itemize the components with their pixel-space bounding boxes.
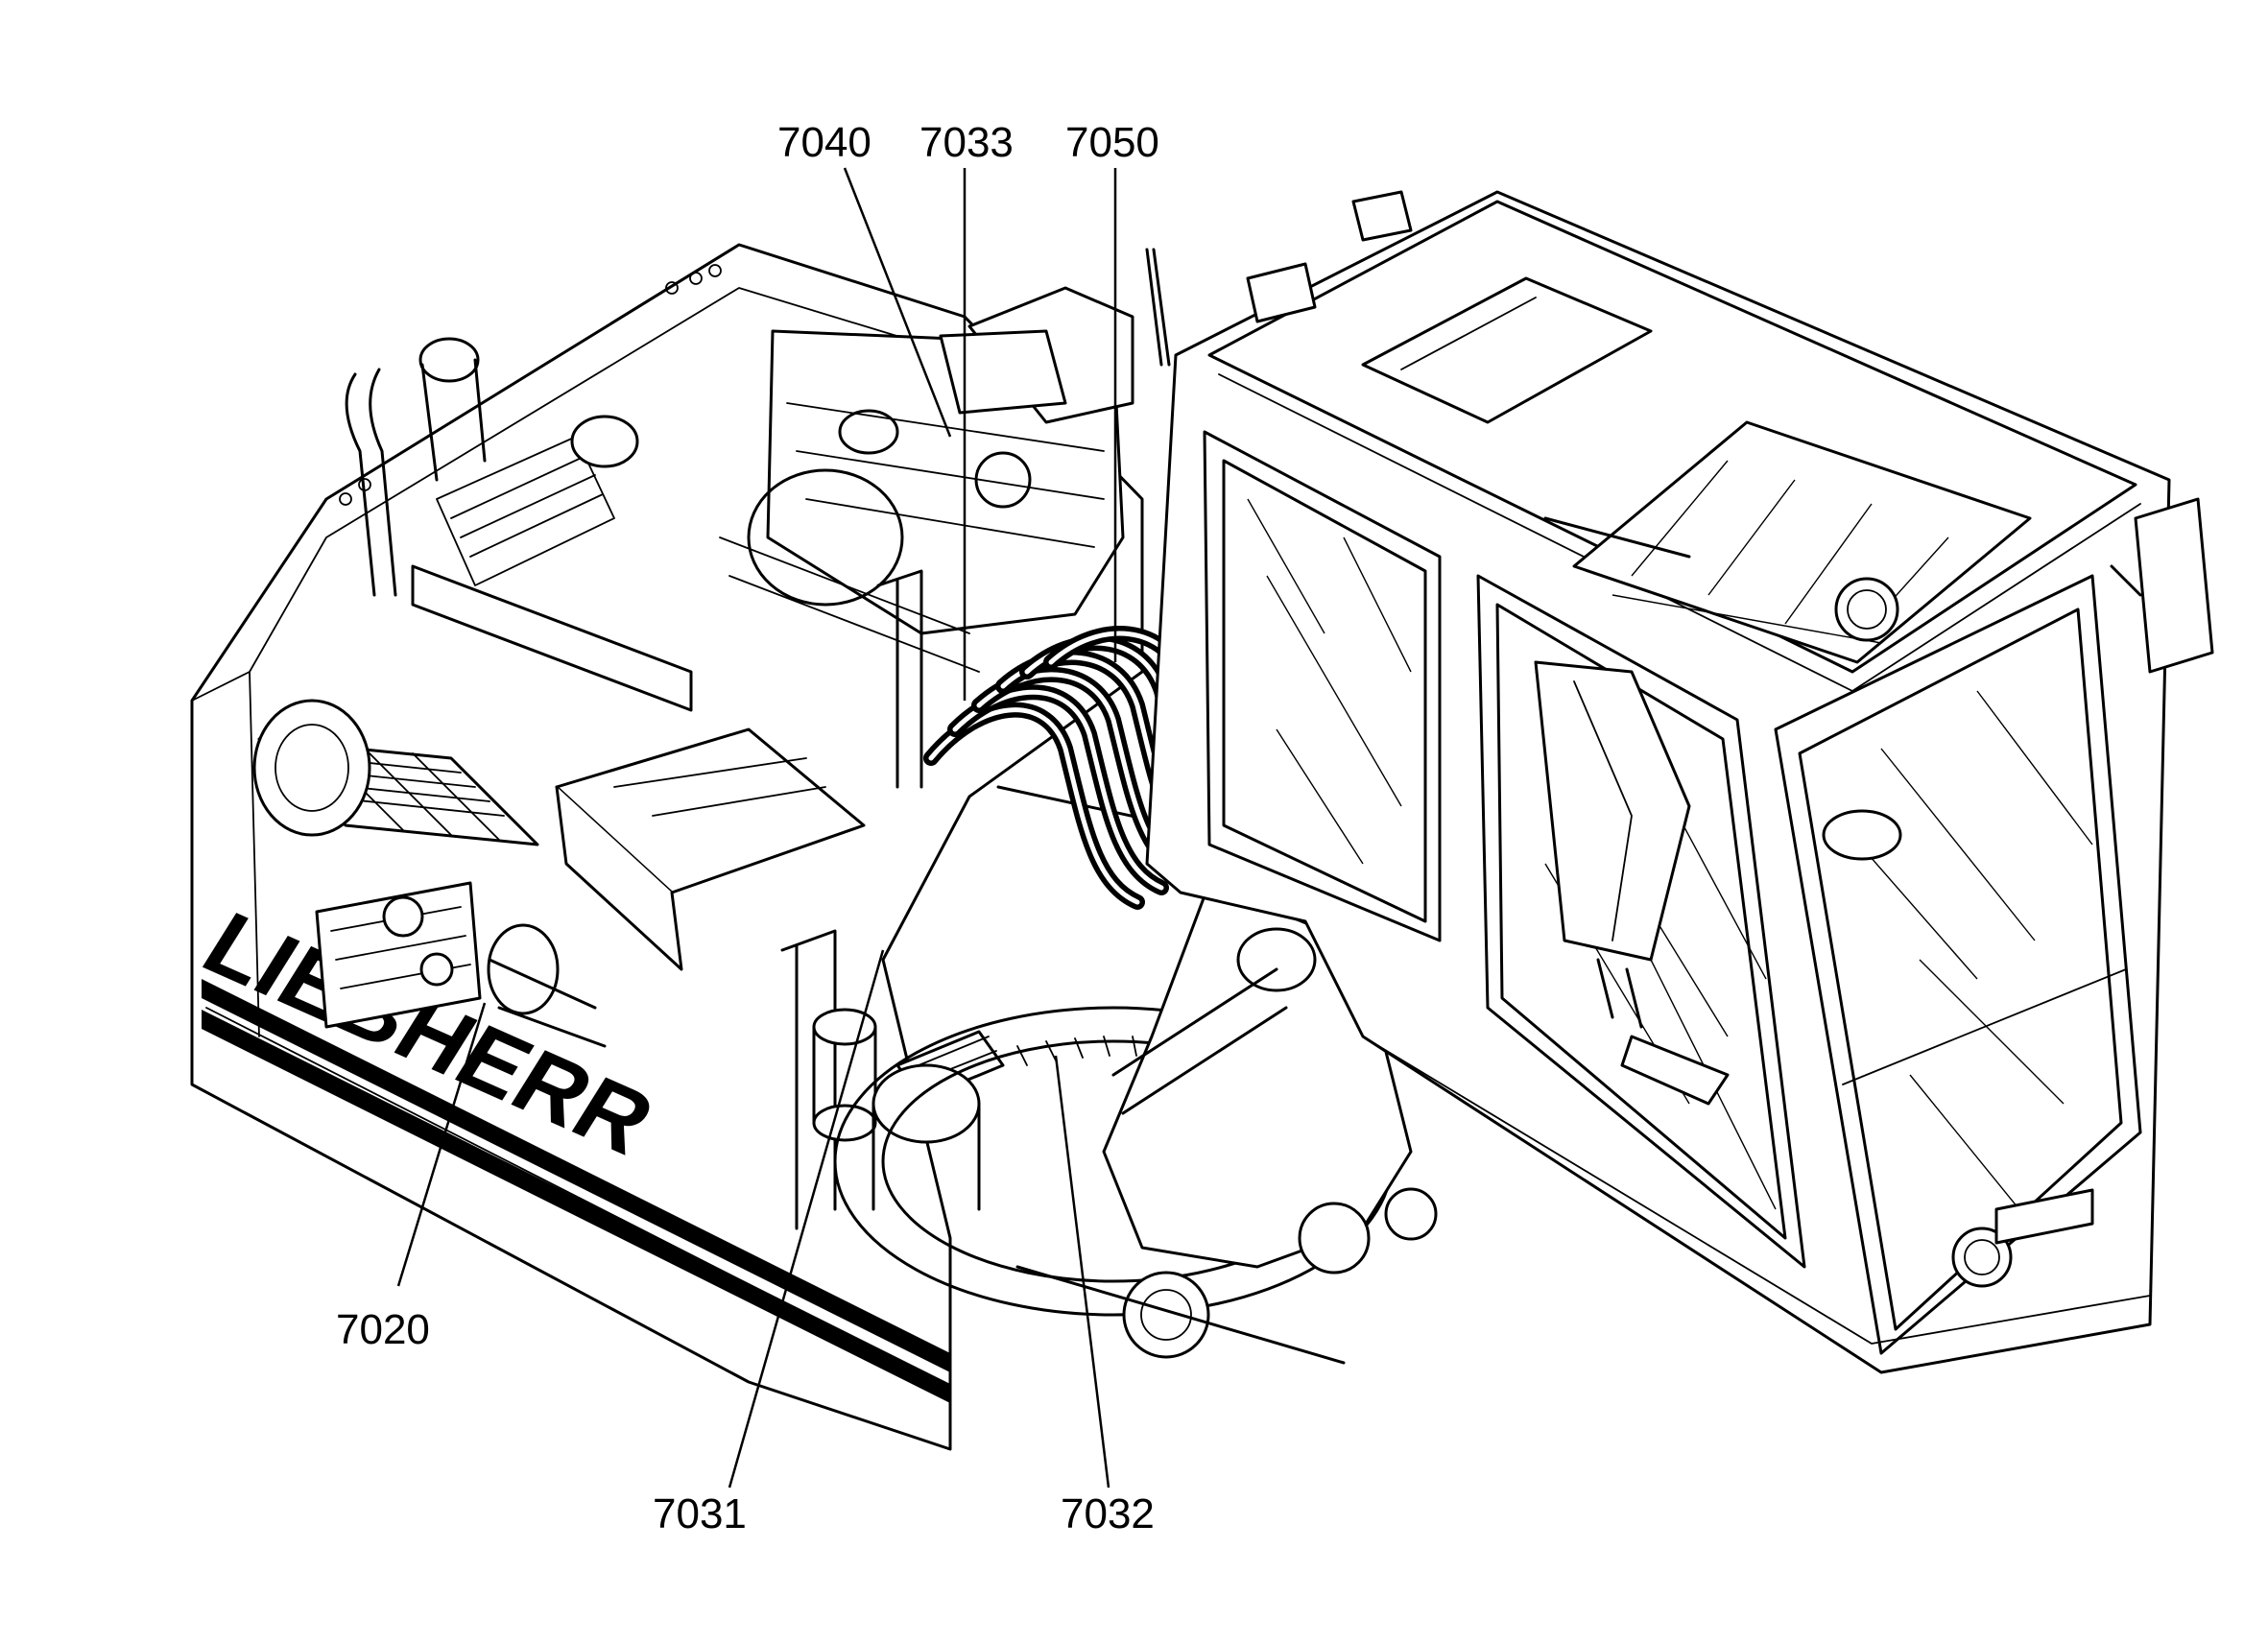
leader-7031 <box>728 949 885 1489</box>
callout-7040: 7040 <box>777 119 871 166</box>
leader-7032 <box>1054 1055 1110 1489</box>
callout-7031: 7031 <box>653 1490 747 1537</box>
leader-7040 <box>843 167 952 438</box>
callout-7032: 7032 <box>1061 1490 1155 1537</box>
callout-7020: 7020 <box>336 1306 430 1353</box>
engine-compartment <box>555 248 1171 1230</box>
operator-cab <box>1145 190 2214 1374</box>
callout-7033: 7033 <box>919 119 1014 166</box>
callout-7050: 7050 <box>1065 119 1159 166</box>
leader-7020 <box>396 1002 487 1287</box>
leader-lines <box>396 167 1117 1489</box>
callout-labels: 7040 7033 7050 7020 7031 7032 <box>336 119 1159 1537</box>
